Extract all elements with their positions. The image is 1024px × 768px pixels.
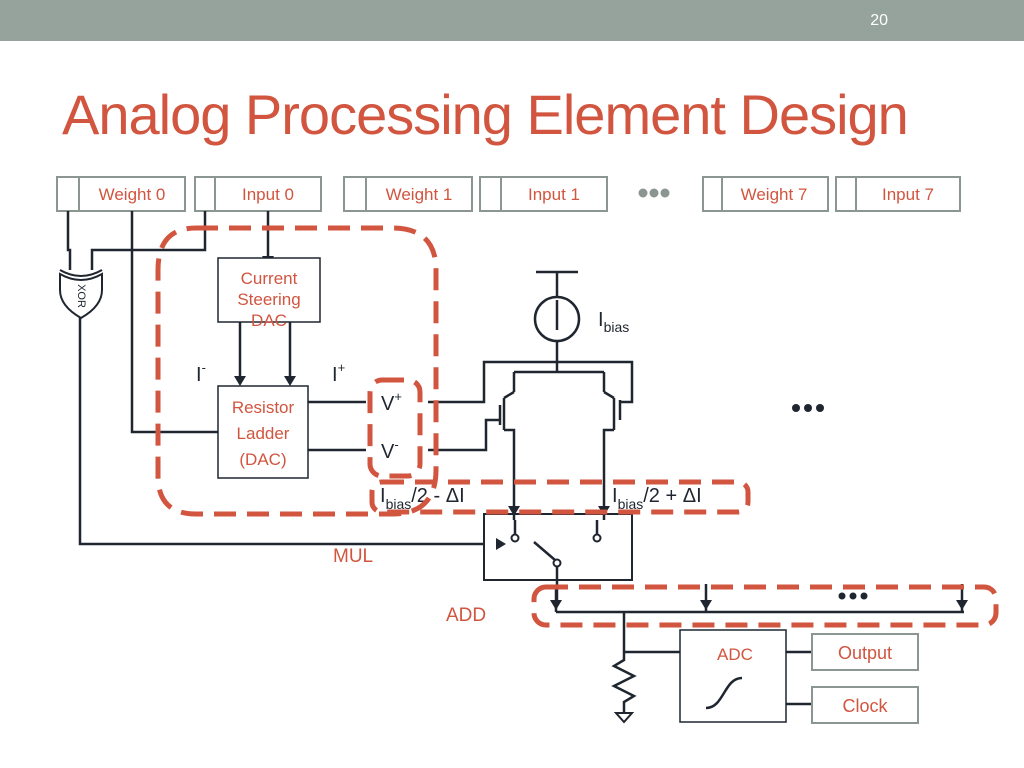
ladder-label-line3: (DAC) bbox=[239, 450, 286, 469]
register-weight-0: Weight 0 bbox=[56, 176, 186, 212]
add-bus-highlight bbox=[531, 584, 999, 628]
dac-label-line2: Steering bbox=[237, 290, 300, 309]
mul-label: MUL bbox=[333, 546, 373, 567]
current-source-icon bbox=[533, 295, 581, 343]
current-steering-dac: Current Steering DAC bbox=[217, 257, 321, 330]
register-weight-7: Weight 7 bbox=[702, 176, 829, 212]
ibias-label: Ibias bbox=[598, 309, 629, 335]
switch-contacts bbox=[510, 533, 602, 568]
register-input-1-label: Input 1 bbox=[528, 185, 580, 204]
more-inputs-icon bbox=[838, 592, 868, 600]
clock-label: Clock bbox=[842, 696, 888, 716]
register-input-1: Input 1 bbox=[479, 176, 608, 212]
i-plus-label: I+ bbox=[332, 360, 345, 386]
output-port: Output bbox=[811, 633, 919, 671]
register-weight-7-label: Weight 7 bbox=[741, 185, 808, 204]
v-minus-label: V- bbox=[381, 437, 399, 463]
dac-label-line1: Current bbox=[241, 269, 298, 288]
ibias-plus-delta-label: Ibias/2 + ΔI bbox=[612, 485, 702, 512]
adc-block: ADC bbox=[679, 629, 787, 723]
register-weight-0-label: Weight 0 bbox=[99, 185, 166, 204]
xor-gate: XOR bbox=[59, 269, 103, 320]
v-inputs-highlight bbox=[367, 377, 423, 479]
slide-title: Analog Processing Element Design bbox=[62, 83, 909, 146]
dac-label-line3: DAC bbox=[251, 311, 287, 330]
adc-curve-icon bbox=[705, 676, 743, 710]
register-input-0-label: Input 0 bbox=[242, 185, 294, 204]
ground-icon bbox=[613, 712, 635, 724]
ladder-label-line1: Resistor bbox=[232, 398, 295, 417]
output-label: Output bbox=[838, 643, 892, 663]
slide-number: 20 bbox=[870, 12, 888, 29]
ladder-label-line2: Ladder bbox=[237, 424, 290, 443]
more-elements-icon bbox=[792, 404, 824, 412]
highlight-regions bbox=[155, 225, 999, 628]
ellipsis-icon bbox=[638, 188, 670, 198]
xor-label: XOR bbox=[75, 284, 87, 308]
adc-label: ADC bbox=[717, 645, 753, 664]
register-input-0: Input 0 bbox=[194, 176, 322, 212]
header-bar: 20 bbox=[0, 0, 1024, 41]
ibias-currents-highlight bbox=[369, 479, 751, 515]
register-input-7: Input 7 bbox=[835, 176, 961, 212]
add-label: ADD bbox=[446, 605, 486, 626]
i-minus-label: I- bbox=[196, 360, 206, 386]
clock-port: Clock bbox=[811, 686, 919, 724]
register-weight-1-label: Weight 1 bbox=[386, 185, 453, 204]
register-input-7-label: Input 7 bbox=[882, 185, 934, 204]
register-weight-1: Weight 1 bbox=[343, 176, 473, 212]
v-plus-label: V+ bbox=[381, 389, 402, 415]
resistor-ladder: Resistor Ladder (DAC) bbox=[217, 385, 309, 479]
